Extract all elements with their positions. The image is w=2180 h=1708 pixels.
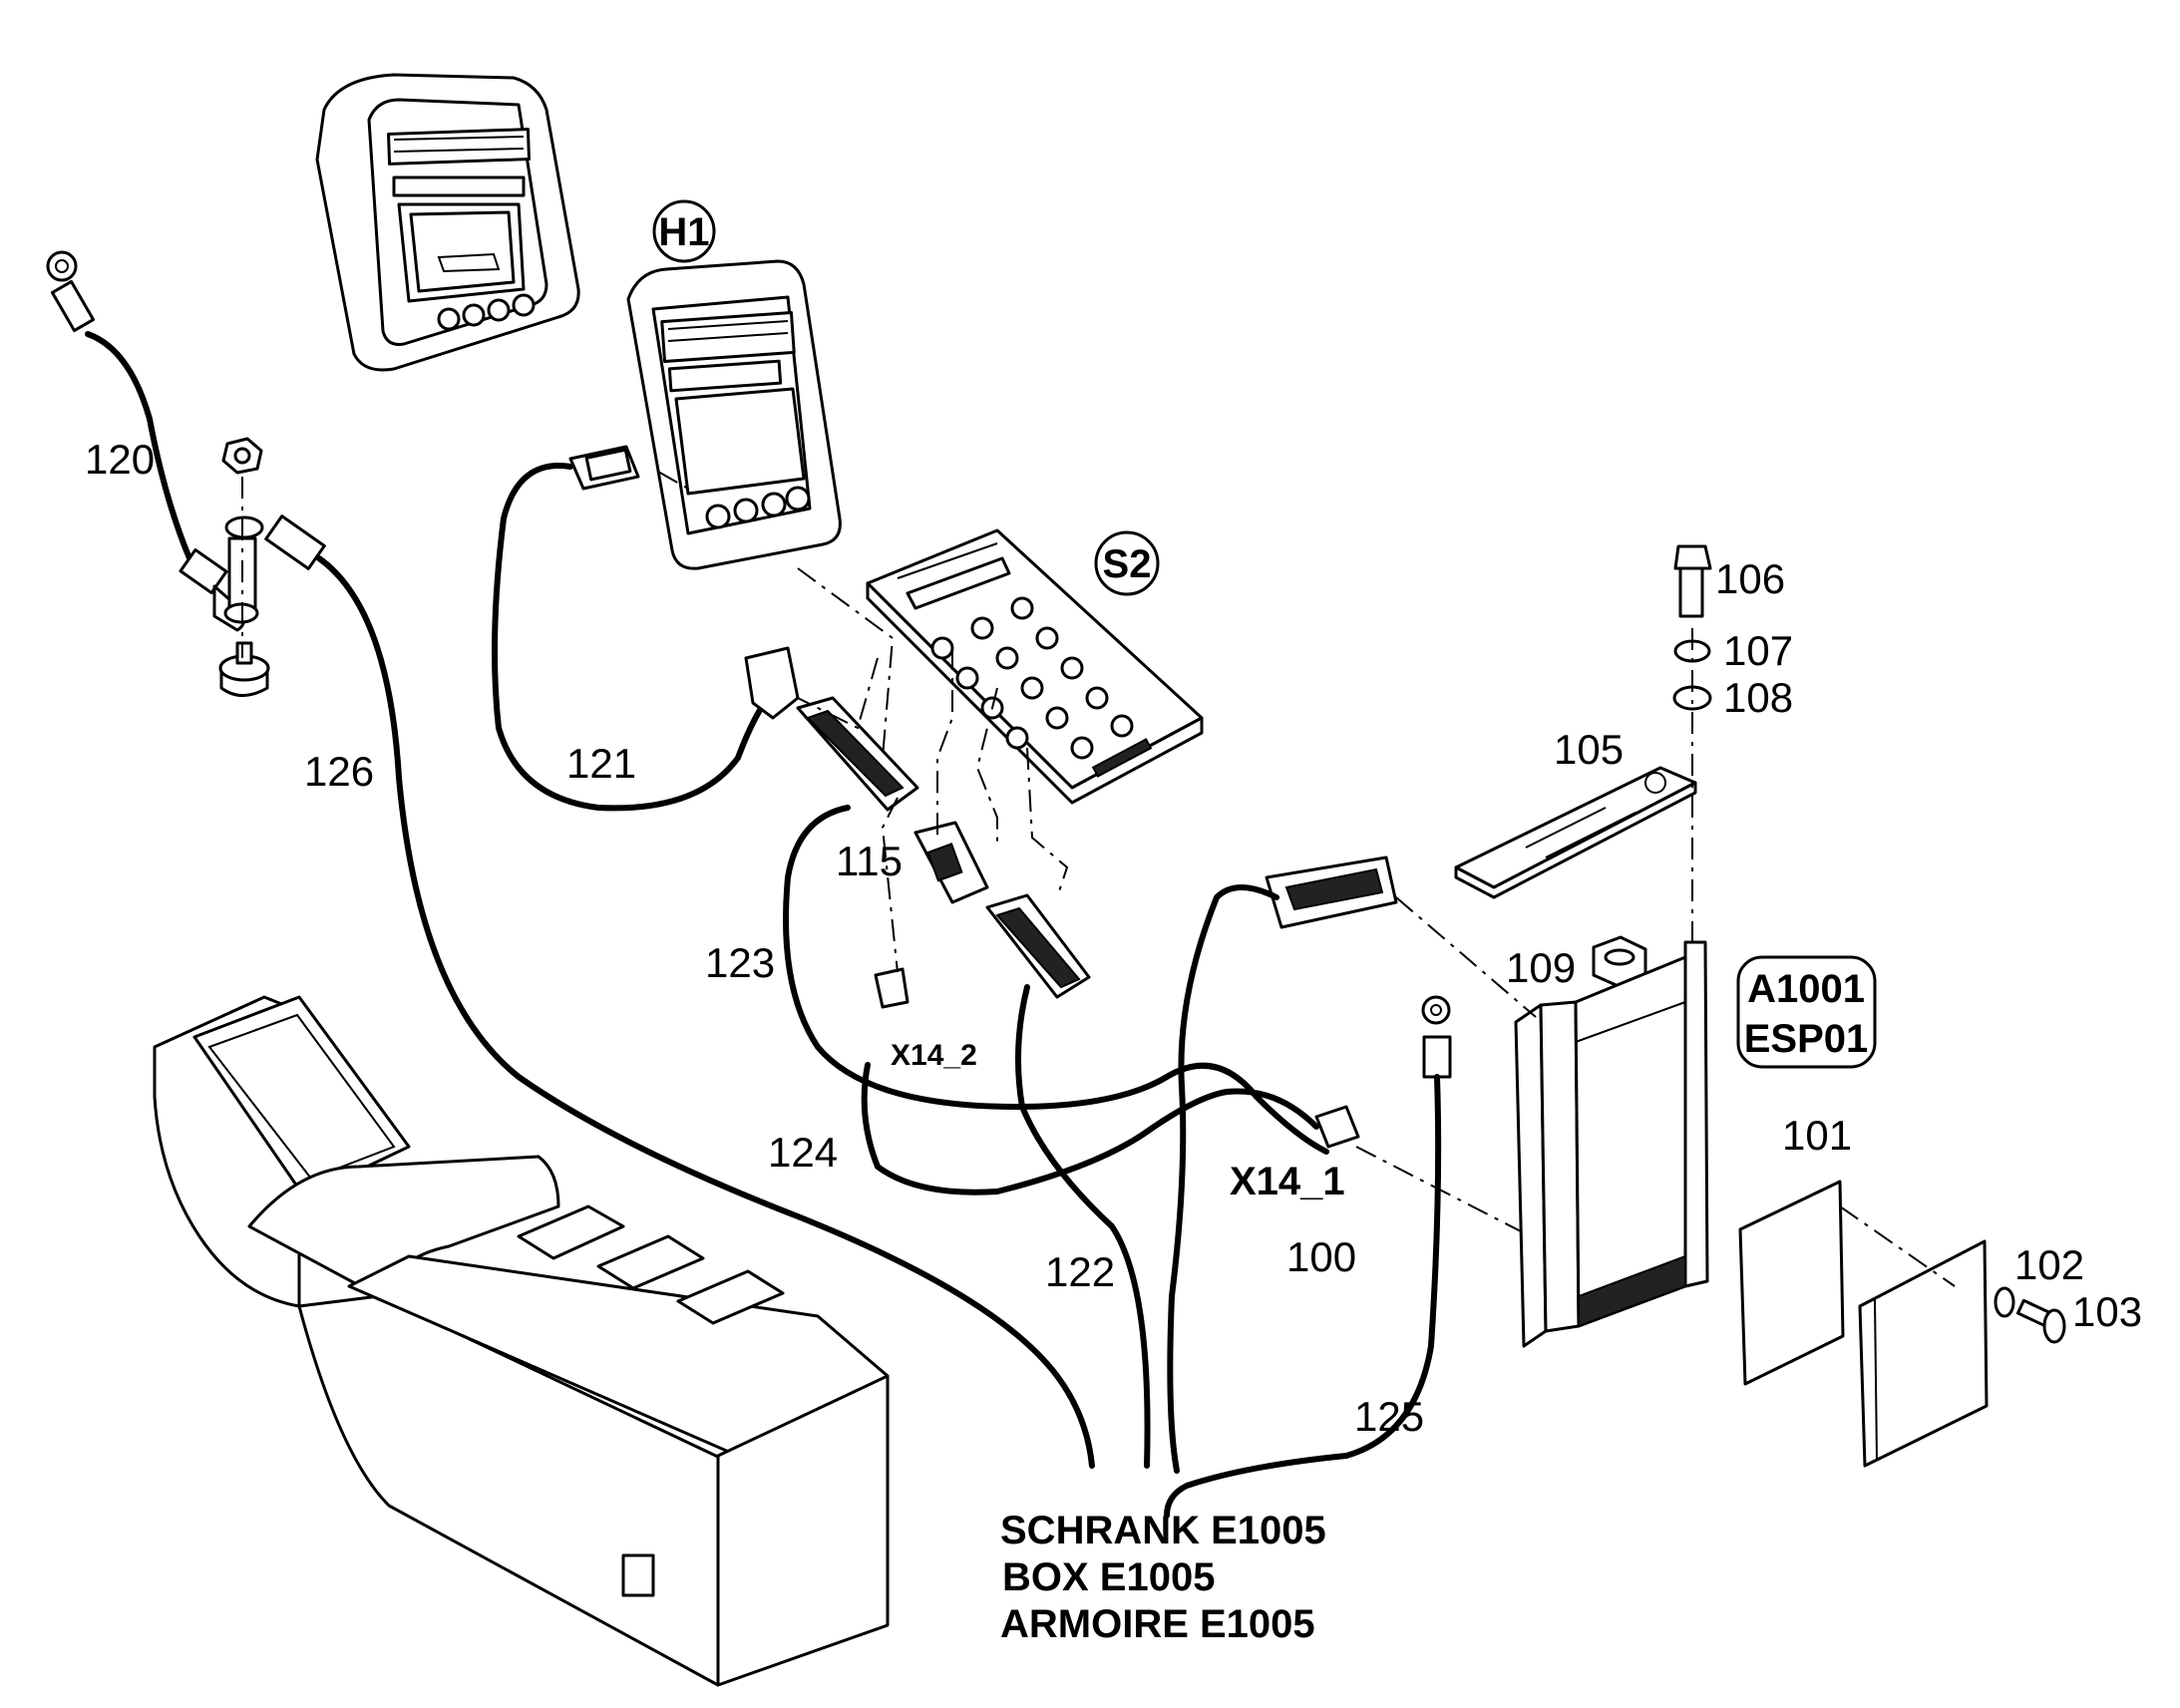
destination-text: SCHRANK E1005 BOX E1005 ARMOIRE E1005 [1000,1509,1326,1646]
cable-121 [492,445,800,812]
label-108: 108 [1723,674,1793,721]
plug-x14-2 [874,967,909,1009]
callout-s2-text: S2 [1103,542,1152,586]
bolt-103 [2015,1298,2066,1344]
label-103: 103 [2072,1288,2142,1335]
callout-h1-text: H1 [658,210,709,254]
bracket-101 [1738,1180,1989,1468]
label-123: 123 [705,939,775,986]
callout-a1001-line1: A1001 [1747,967,1865,1011]
cable-126 [264,514,1095,1469]
connector-115 [913,821,989,904]
part-labels: 120 126 121 115 123 X14_2 124 122 X14_1 … [85,436,2142,1440]
ground-stud-stack [218,437,270,697]
cable-125 [1167,855,1398,1474]
bolt-106 [1673,544,1712,618]
label-107: 107 [1723,627,1793,674]
console-housing [153,995,890,1687]
washer-102 [1994,1286,2015,1318]
cable-123 [783,696,1329,1155]
callout-a1001-line2: ESP01 [1744,1017,1869,1061]
callout-h1: H1 [652,199,716,263]
label-125: 125 [1354,1393,1424,1440]
destination-line2: BOX E1005 [1002,1555,1215,1599]
circuit-board-105 [1454,766,1697,899]
nut-109 [1592,935,1647,989]
label-122: 122 [1045,1248,1115,1295]
destination-line3: ARMOIRE E1005 [1000,1602,1315,1646]
label-120: 120 [85,436,155,483]
assembly-lines [657,471,1956,1287]
label-126: 126 [304,748,374,795]
cable-124 [861,1062,1319,1196]
cabinet-a1001 [1514,940,1709,1348]
callout-s2: S2 [1094,530,1160,596]
plug-x14-1 [1314,1105,1360,1149]
cable-100 [1164,995,1452,1519]
label-124: 124 [768,1129,838,1176]
switch-panel-s2 [866,528,1204,805]
label-121: 121 [566,740,636,787]
cable-122 [985,893,1151,1469]
label-x14-1: X14_1 [1230,1160,1345,1203]
destination-line1: SCHRANK E1005 [1000,1509,1326,1552]
label-106: 106 [1715,555,1785,602]
label-100: 100 [1286,1233,1356,1280]
s2-switch-knobs [930,596,1134,760]
display-monitor [315,73,580,372]
label-115: 115 [836,838,903,884]
label-109: 109 [1506,944,1576,991]
label-101: 101 [1782,1112,1852,1159]
label-102: 102 [2014,1241,2084,1288]
label-105: 105 [1554,726,1624,773]
label-x14-2: X14_2 [891,1039,977,1072]
controller-h1 [626,259,842,570]
callout-a1001: A1001 ESP01 [1736,955,1877,1069]
